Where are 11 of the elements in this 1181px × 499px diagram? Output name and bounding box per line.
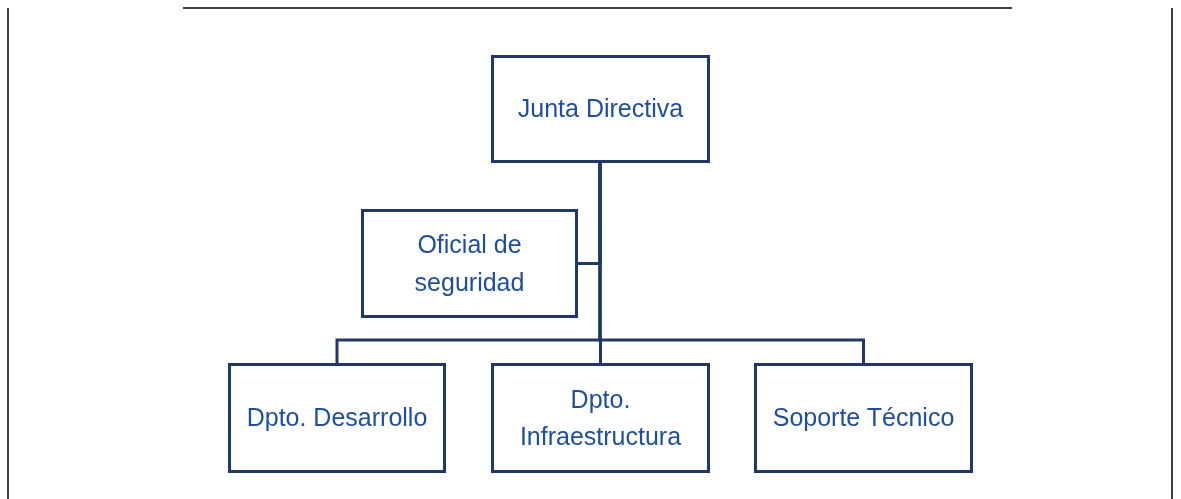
box-label: Soporte Técnico (772, 402, 955, 434)
box-label: Dpto. Infraestructura (518, 383, 683, 452)
connector-line (598, 163, 865, 363)
org-box (491, 363, 710, 473)
org-box (491, 55, 710, 163)
box-label: Oficial de seguridad (413, 229, 526, 298)
org-box (361, 209, 578, 318)
box-label: Dpto. Desarrollo (246, 402, 428, 434)
org-box (228, 363, 446, 473)
box-label: Junta Directiva (517, 93, 684, 125)
org-box (754, 363, 973, 473)
